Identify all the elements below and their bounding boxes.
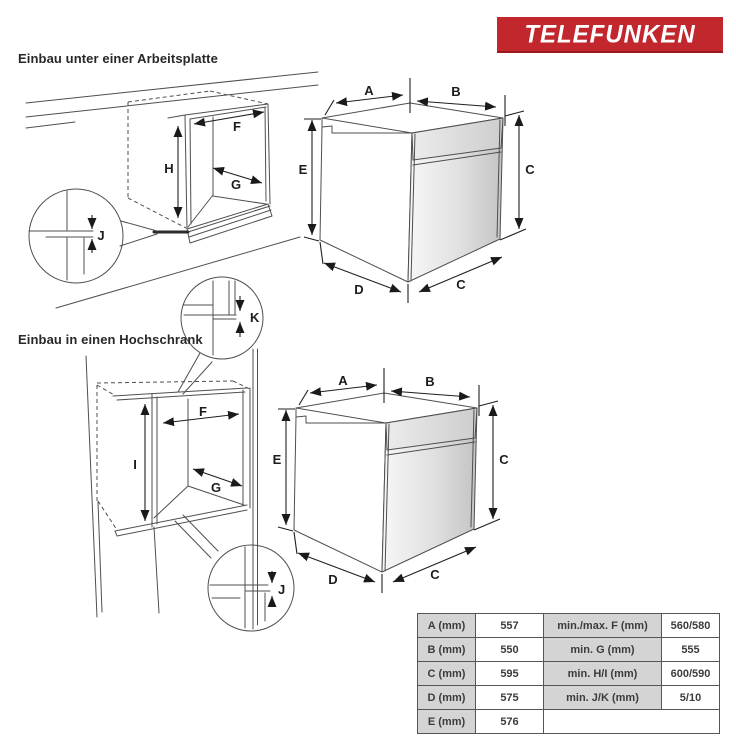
dim-f-value: 560/580 <box>661 613 720 638</box>
dim-d-value: 575 <box>475 685 544 710</box>
dimensions-table: A (mm) 557 min./max. F (mm) 560/580 B (m… <box>417 613 720 734</box>
dim-c-value: 595 <box>475 661 544 686</box>
dim-arrow-a <box>335 91 404 107</box>
dim-label-j: J <box>97 228 104 243</box>
dim-hi-value: 600/590 <box>661 661 720 686</box>
worktop-lines <box>25 71 319 129</box>
dim-b-label: B (mm) <box>417 637 476 662</box>
callout-wedge-j <box>119 220 158 247</box>
dim-arrow-b <box>416 97 497 111</box>
dim-hi-label: min. H/I (mm) <box>543 661 662 686</box>
niche-hidden-edges <box>127 90 269 229</box>
dim-label-e: E <box>299 162 308 177</box>
detail-circle-k <box>180 276 264 360</box>
dim-label-i: I <box>133 457 137 472</box>
dim-e-label: E (mm) <box>417 709 476 734</box>
floor-line <box>55 236 301 309</box>
table-row: B (mm) 550 min. G (mm) 555 <box>417 637 720 662</box>
detail-k-lines <box>182 280 237 356</box>
dim-label-f2: F <box>199 404 207 419</box>
oven-left-face <box>319 125 413 283</box>
dim-label-g2: G <box>211 480 221 495</box>
detail-j-lines <box>28 190 94 281</box>
dim-label-c-right: C <box>525 162 535 177</box>
detail-j2-lines <box>209 546 271 629</box>
dim-label-c-bottom: C <box>456 277 466 292</box>
dim-label-g: G <box>231 177 241 192</box>
callout-wedge-k <box>177 352 213 395</box>
dim-label-h: H <box>164 161 173 176</box>
dim-jk-label: min. J/K (mm) <box>543 685 662 710</box>
oven-diagram: A B E C D C <box>299 78 535 303</box>
niche-frame <box>167 103 271 230</box>
plinth <box>186 203 273 244</box>
cabinet-shelf <box>114 504 248 614</box>
dim-e-value: 576 <box>475 709 544 734</box>
oven-control-band <box>411 117 504 161</box>
table-row: E (mm) 576 <box>417 709 720 734</box>
oven-diagram-cabinet <box>273 368 510 593</box>
telefunken-logo: TELEFUNKEN <box>497 17 723 53</box>
dim-a-label: A (mm) <box>417 613 476 638</box>
worktop-niche-diagram: J F H G <box>25 71 319 309</box>
extension-ticks <box>303 78 527 303</box>
cabinet-hidden-edges <box>96 380 251 531</box>
dim-jk-value: 5/10 <box>661 685 720 710</box>
dim-a-value: 557 <box>475 613 544 638</box>
dim-label-f: F <box>233 119 241 134</box>
oven-door-lines <box>410 119 502 282</box>
dim-label-b: B <box>451 84 460 99</box>
dim-b-value: 550 <box>475 637 544 662</box>
dim-c-label: C (mm) <box>417 661 476 686</box>
table-row: C (mm) 595 min. H/I (mm) 600/590 <box>417 661 720 686</box>
dim-label-d: D <box>354 282 363 297</box>
dim-g-label: min. G (mm) <box>543 637 662 662</box>
callout-wedge-j2 <box>174 514 219 559</box>
dim-d-label: D (mm) <box>417 685 476 710</box>
dim-f-label: min./max. F (mm) <box>543 613 662 638</box>
section-heading-tall-cabinet: Einbau in einen Hochschrank <box>18 332 203 347</box>
detail-circle-j2 <box>207 544 295 632</box>
dim-g-value: 555 <box>661 637 720 662</box>
table-row: A (mm) 557 min./max. F (mm) 560/580 <box>417 613 720 638</box>
logo-text: TELEFUNKEN <box>524 20 696 49</box>
cabinet-side-panels <box>85 348 258 630</box>
dim-arrow-d <box>323 262 402 293</box>
dim-arrow-g <box>212 166 263 185</box>
dim-arrow-f2 <box>162 410 240 427</box>
dim-arrow-g2 <box>192 468 243 487</box>
section-heading-worktop: Einbau unter einer Arbeitsplatte <box>18 51 218 66</box>
tall-cabinet-diagram: K J F I G <box>85 276 295 632</box>
table-row: D (mm) 575 min. J/K (mm) 5/10 <box>417 685 720 710</box>
dim-label-j2: J <box>278 582 285 597</box>
dim-arrow-f <box>193 109 265 127</box>
dim-arrow-c-bottom <box>418 256 503 293</box>
empty-cell <box>543 709 720 734</box>
dim-label-k: K <box>250 310 260 325</box>
detail-circle-j <box>28 188 124 284</box>
dim-label-a: A <box>364 83 374 98</box>
cabinet-niche-frame <box>112 387 251 528</box>
